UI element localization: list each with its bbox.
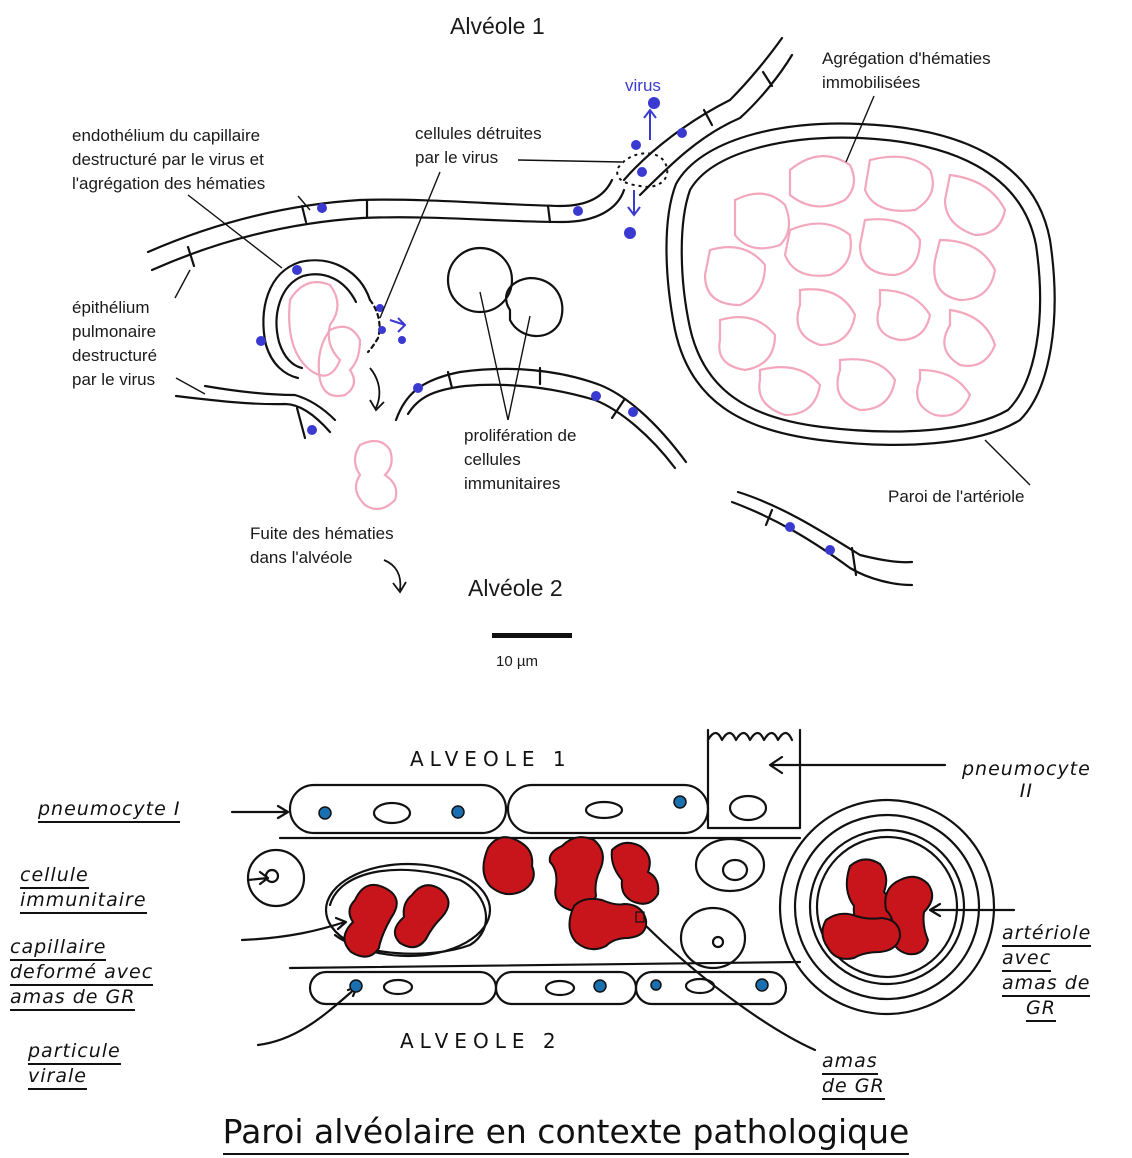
scale-label: 10 µm — [496, 650, 538, 674]
proliferation-label: prolifération de cellules immunitaires — [464, 424, 576, 496]
cellule-immunitaire-label: cellule immunitaire — [20, 864, 147, 914]
virus-label: virus — [625, 74, 661, 98]
particule-virale-label: particule virale — [28, 1040, 121, 1090]
arteriole-outer — [666, 124, 1054, 445]
capillaire-label: capillaire deformé avec amas de GR — [10, 936, 153, 1011]
top-diagram — [0, 0, 1132, 700]
paroi-arteriole-label: Paroi de l'artériole — [888, 485, 1024, 509]
alveole1-title: Alvéole 1 — [450, 14, 545, 38]
alveole2-hand: ALVEOLE 2 — [400, 1030, 562, 1052]
cellules-detruites-label: cellules détruites par le virus — [415, 122, 542, 170]
fuite-label: Fuite des hématies dans l'alvéole — [250, 522, 394, 570]
agregation-label: Agrégation d'hématies immobilisées — [822, 47, 991, 95]
alveole1-hand: ALVEOLE 1 — [410, 748, 572, 770]
scale-bar — [492, 633, 572, 638]
pneumocyte1-label: pneumocyte I — [38, 798, 180, 823]
arteriole-label: artériole avec amas de GR — [1002, 922, 1091, 1022]
alveole2-title: Alvéole 2 — [468, 576, 563, 600]
caption-title: Paroi alvéolaire en contexte pathologiqu… — [0, 1112, 1132, 1151]
amas-label: amas de GR — [822, 1050, 885, 1100]
epithelium-label: épithélium pulmonaire destructuré par le… — [72, 296, 157, 392]
endothelium-label: endothélium du capillaire destructuré pa… — [72, 124, 265, 196]
pneumocyte2-label: pneumocyte II — [962, 758, 1091, 802]
